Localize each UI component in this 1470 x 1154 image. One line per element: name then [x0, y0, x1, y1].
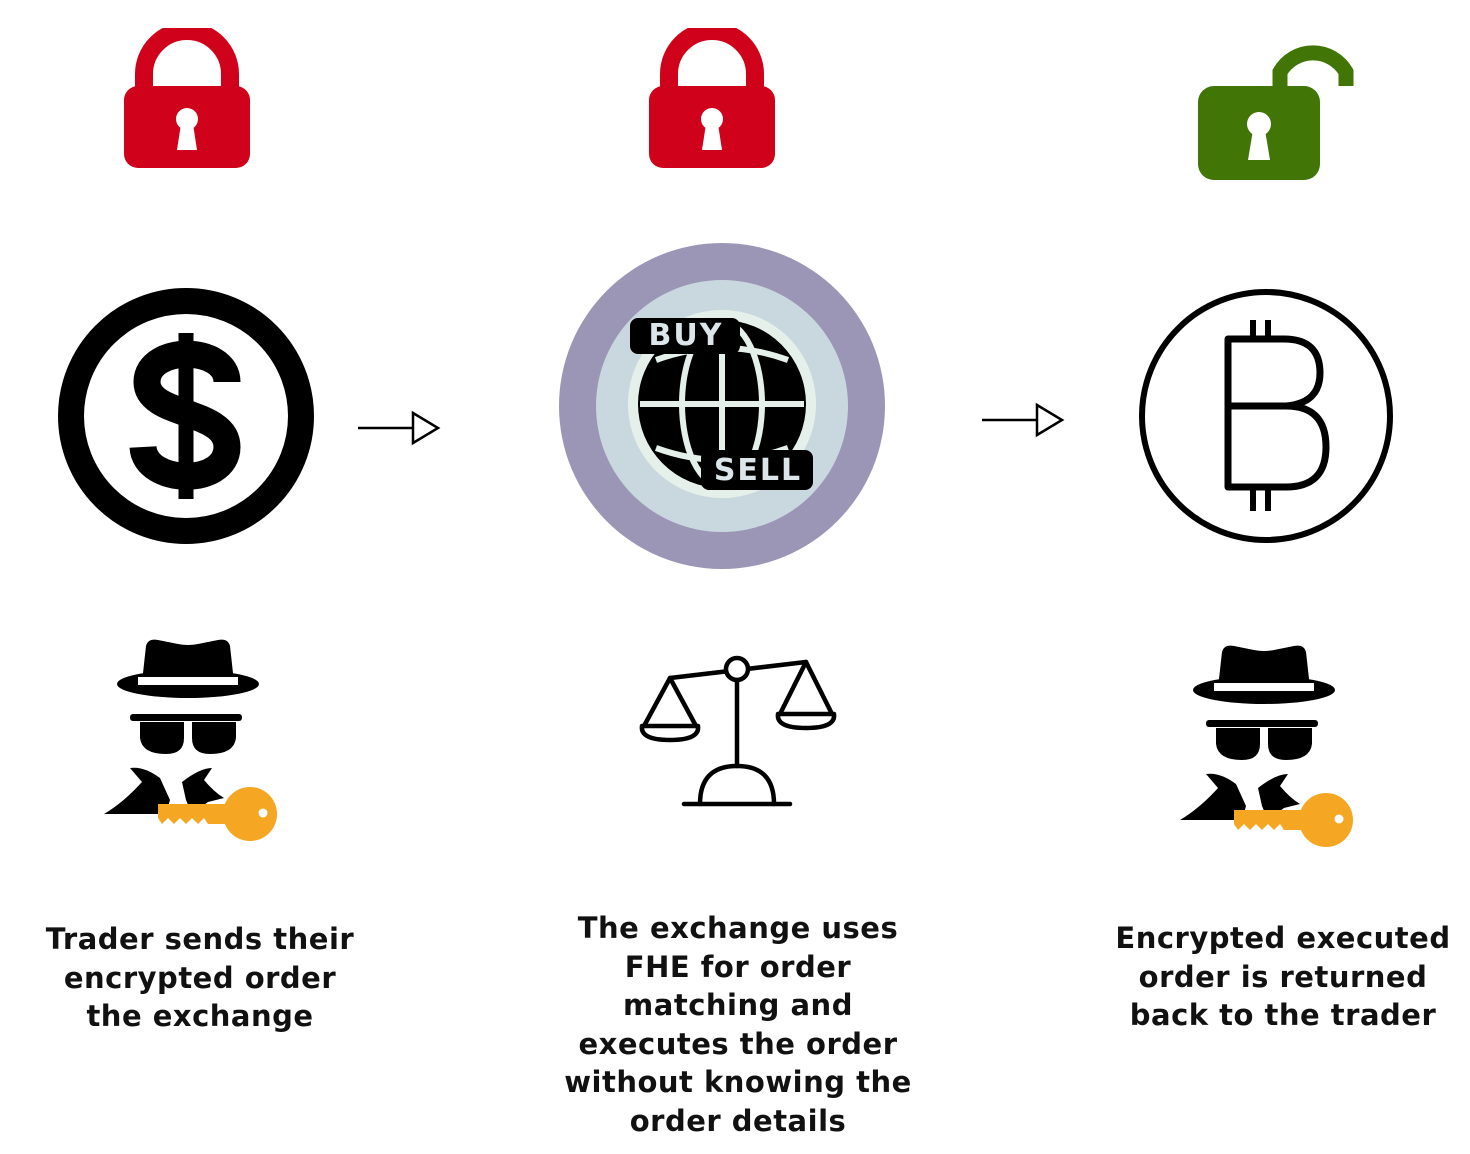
bitcoin-coin-icon	[1136, 287, 1396, 545]
caption-line: the exchange	[86, 999, 314, 1033]
step-3-caption: Encrypted executed order is returned bac…	[1100, 919, 1466, 1035]
spy-trader-with-key-icon	[1176, 638, 1358, 852]
locked-padlock-icon	[643, 28, 781, 174]
caption-line: Encrypted executed	[1115, 921, 1451, 955]
buy-sell-globe-icon	[558, 242, 886, 570]
caption-line: FHE for order	[624, 949, 852, 984]
buy-badge-label: BUY	[648, 318, 724, 353]
caption-line: back to the trader	[1129, 998, 1437, 1032]
unlocked-padlock-icon	[1194, 26, 1360, 184]
sell-badge-label: SELL	[713, 453, 803, 488]
step-1-caption: Trader sends their encrypted order the e…	[20, 920, 380, 1036]
spy-trader-with-key-icon	[100, 632, 282, 846]
caption-line: encrypted order	[63, 960, 337, 995]
dollar-coin-icon	[57, 287, 315, 545]
caption-line: without knowing the	[564, 1065, 912, 1099]
arrow-right-icon	[356, 408, 442, 448]
caption-line: Trader sends their	[45, 922, 355, 956]
caption-line: order is returned	[1138, 959, 1428, 994]
balance-scale-icon	[636, 652, 840, 812]
arrow-right-icon	[980, 400, 1066, 440]
step-2-caption: The exchange uses FHE for order matching…	[548, 909, 928, 1140]
caption-line: The exchange uses	[577, 911, 899, 945]
caption-line: order details	[629, 1103, 847, 1138]
locked-padlock-icon	[118, 28, 256, 174]
caption-line: executes the order	[578, 1026, 898, 1061]
caption-line: matching and	[623, 988, 853, 1022]
